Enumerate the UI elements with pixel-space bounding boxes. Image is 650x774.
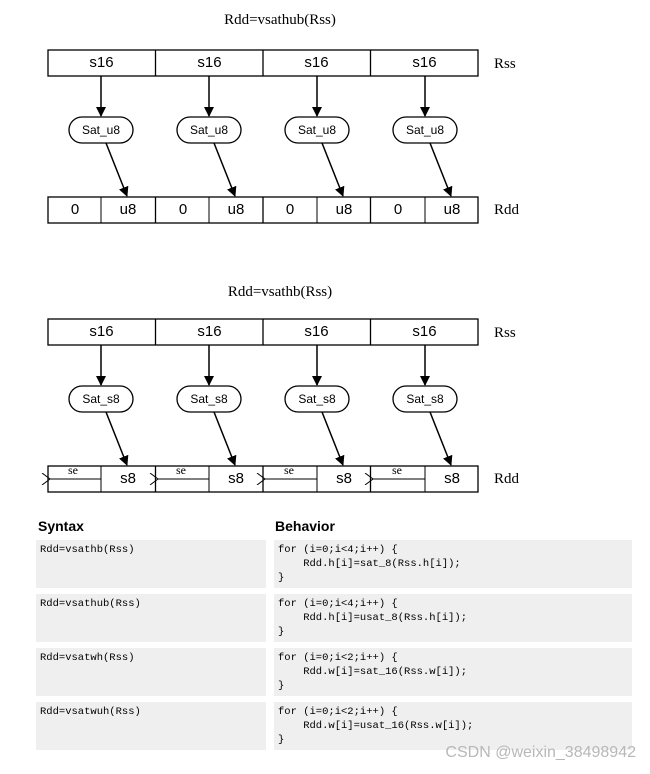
code-line: for (i=0;i<2;i++) { bbox=[278, 652, 398, 664]
vsathub-diagram: Rdd=vsathub(Rss) Rss Rdd s16 s16 s16 s16… bbox=[0, 0, 650, 250]
source-register-label: Rss bbox=[494, 56, 516, 72]
dest-low-field: u8 bbox=[443, 201, 461, 218]
sat-op-label: Sat_u8 bbox=[405, 123, 445, 137]
watermark-text: CSDN @weixin_38498942 bbox=[445, 744, 636, 761]
dest-low-field: u8 bbox=[119, 201, 137, 218]
sat-to-dest-arrows bbox=[105, 411, 453, 466]
dest-high-field: 0 bbox=[178, 201, 188, 218]
syntax-cell: Rdd=vsatwuh(Rss) bbox=[36, 702, 266, 750]
sat-op-label: Sat_s8 bbox=[190, 392, 228, 406]
sat-op-label: Sat_u8 bbox=[297, 123, 337, 137]
sign-extend-label: se bbox=[68, 463, 78, 477]
sat-op-label: Sat_u8 bbox=[81, 123, 121, 137]
behavior-cell: for (i=0;i<2;i++) { Rdd.w[i]=sat_16(Rss.… bbox=[274, 648, 632, 696]
syntax-cell: Rdd=vsatwh(Rss) bbox=[36, 648, 266, 696]
behavior-cell: for (i=0;i<4;i++) { Rdd.h[i]=sat_8(Rss.h… bbox=[274, 540, 632, 588]
sign-extend-label: se bbox=[284, 463, 294, 477]
dest-low-field: u8 bbox=[227, 201, 245, 218]
syntax-behavior-table: Syntax Behavior Rdd=vsathb(Rss) for (i=0… bbox=[36, 514, 632, 756]
code-line: } bbox=[278, 734, 285, 746]
source-cell: s16 bbox=[412, 54, 437, 71]
vsathub-diagram-graphics bbox=[47, 49, 479, 224]
diagram-title: Rdd=vsathub(Rss) bbox=[224, 12, 336, 28]
table-row: Rdd=vsatwh(Rss) for (i=0;i<2;i++) { Rdd.… bbox=[36, 648, 632, 702]
sign-extend-label: se bbox=[176, 463, 186, 477]
dest-low-field: s8 bbox=[444, 470, 460, 487]
dest-low-field: s8 bbox=[120, 470, 136, 487]
source-to-sat-arrows bbox=[96, 345, 430, 386]
behavior-cell: for (i=0;i<4;i++) { Rdd.h[i]=usat_8(Rss.… bbox=[274, 594, 632, 642]
syntax-header: Syntax bbox=[38, 518, 84, 534]
dest-low-field: s8 bbox=[228, 470, 244, 487]
dest-high-field: 0 bbox=[393, 201, 403, 218]
dest-low-field: s8 bbox=[336, 470, 352, 487]
source-cell: s16 bbox=[304, 54, 329, 71]
source-cell: s16 bbox=[197, 54, 222, 71]
source-cell: s16 bbox=[304, 323, 329, 340]
dest-high-field: 0 bbox=[285, 201, 295, 218]
table-row: Rdd=vsatwuh(Rss) for (i=0;i<2;i++) { Rdd… bbox=[36, 702, 632, 756]
code-line: } bbox=[278, 680, 285, 692]
code-line: Rdd.w[i]=sat_16(Rss.w[i]); bbox=[278, 666, 468, 678]
sign-extend-label: se bbox=[392, 463, 402, 477]
table-row: Rdd=vsathb(Rss) for (i=0;i<4;i++) { Rdd.… bbox=[36, 540, 632, 594]
sat-ops bbox=[68, 116, 458, 144]
code-line: for (i=0;i<2;i++) { bbox=[278, 706, 398, 718]
code-line: Rdd.h[i]=usat_8(Rss.h[i]); bbox=[278, 612, 468, 624]
sat-to-dest-arrows bbox=[105, 142, 453, 197]
sat-op-label: Sat_s8 bbox=[82, 392, 120, 406]
source-register-label: Rss bbox=[494, 325, 516, 341]
behavior-cell: for (i=0;i<2;i++) { Rdd.w[i]=usat_16(Rss… bbox=[274, 702, 632, 750]
table-header-row: Syntax Behavior bbox=[36, 514, 632, 540]
dest-low-field: u8 bbox=[335, 201, 353, 218]
vsathb-diagram: Rdd=vsathb(Rss) Rss Rdd s16 s16 s16 s16 … bbox=[0, 270, 650, 520]
source-cell: s16 bbox=[89, 54, 114, 71]
code-line: Rdd.w[i]=usat_16(Rss.w[i]); bbox=[278, 720, 474, 732]
dest-high-field: 0 bbox=[70, 201, 80, 218]
source-to-sat-arrows bbox=[96, 76, 430, 117]
diagram-title: Rdd=vsathb(Rss) bbox=[227, 284, 333, 300]
code-line: Rdd.h[i]=sat_8(Rss.h[i]); bbox=[278, 558, 461, 570]
code-line: for (i=0;i<4;i++) { bbox=[278, 598, 398, 610]
behavior-header: Behavior bbox=[275, 518, 335, 534]
table-row: Rdd=vsathub(Rss) for (i=0;i<4;i++) { Rdd… bbox=[36, 594, 632, 648]
code-line: for (i=0;i<4;i++) { bbox=[278, 544, 398, 556]
syntax-cell: Rdd=vsathb(Rss) bbox=[36, 540, 266, 588]
sat-op-label: Sat_s8 bbox=[298, 392, 336, 406]
source-cell: s16 bbox=[412, 323, 437, 340]
code-line: } bbox=[278, 572, 285, 584]
source-cell: s16 bbox=[89, 323, 114, 340]
sat-ops bbox=[68, 385, 458, 413]
source-cell: s16 bbox=[197, 323, 222, 340]
sat-op-label: Sat_u8 bbox=[189, 123, 229, 137]
sat-op-label: Sat_s8 bbox=[406, 392, 444, 406]
syntax-cell: Rdd=vsathub(Rss) bbox=[36, 594, 266, 642]
dest-register-label: Rdd bbox=[494, 471, 520, 487]
vsathb-diagram-graphics bbox=[0, 318, 479, 493]
code-line: } bbox=[278, 626, 285, 638]
dest-register-label: Rdd bbox=[494, 202, 520, 218]
